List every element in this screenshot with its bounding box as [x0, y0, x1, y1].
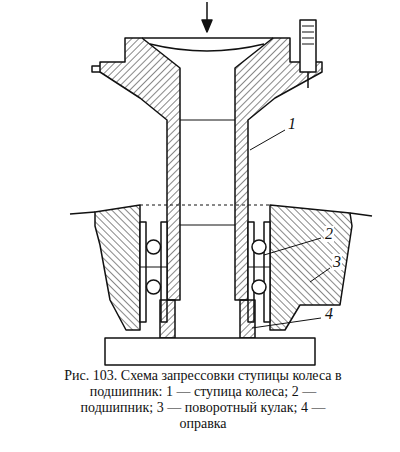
callout-number: 3 [332, 254, 342, 270]
callout-number: 2 [324, 226, 334, 242]
callout-number: 4 [324, 306, 334, 322]
wheel-stud [300, 20, 316, 88]
callout-number: 1 [287, 116, 297, 132]
figure-caption: Рис. 103. Схема запрессовки ступицы коле… [62, 368, 344, 432]
steering-knuckle [70, 205, 372, 330]
force-arrowhead [202, 20, 212, 32]
leader-lines [250, 130, 330, 328]
mandrel [105, 300, 315, 365]
